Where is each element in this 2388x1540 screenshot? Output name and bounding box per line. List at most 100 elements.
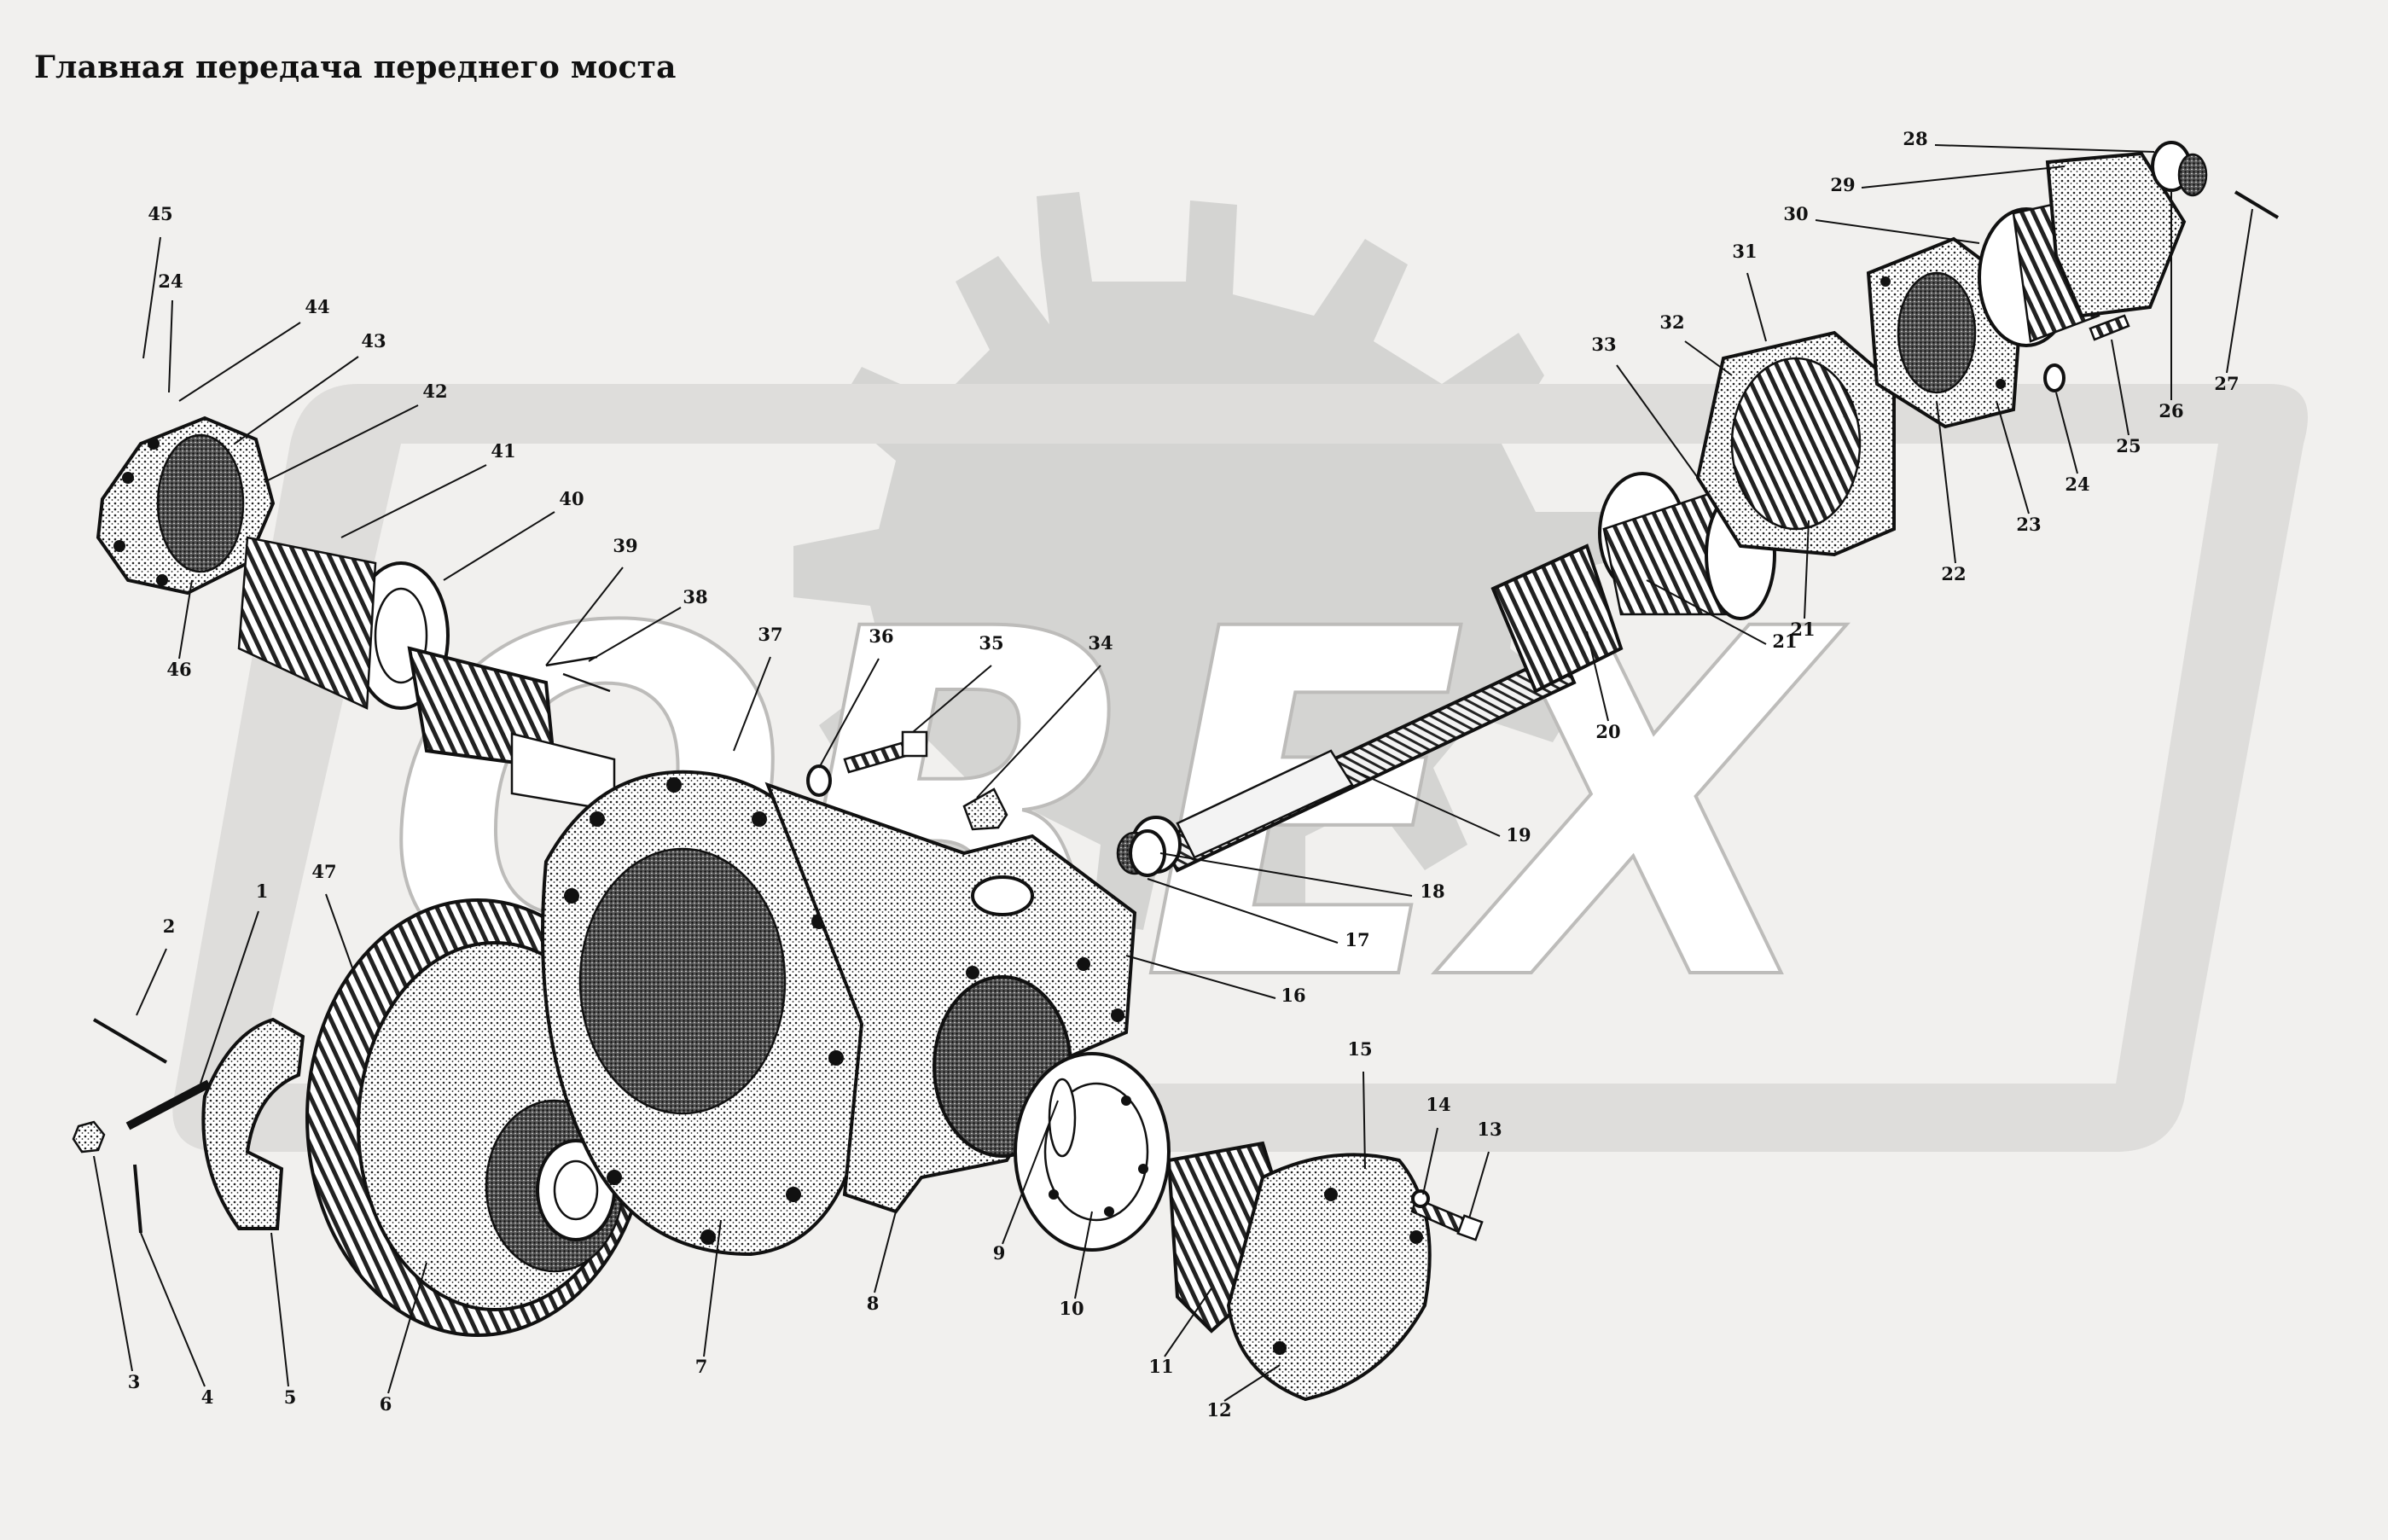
callout-leader: [1684, 340, 1733, 376]
callout-leader: [1362, 1071, 1366, 1170]
callout-leader: [545, 567, 624, 666]
callout-number: 46: [166, 659, 191, 680]
callout-leader: [1996, 400, 2030, 514]
callout-number: 15: [1347, 1038, 1372, 1060]
callout-leader: [1804, 520, 1810, 619]
callout-number: 27: [2214, 373, 2239, 394]
callout-leader: [1223, 1364, 1281, 1402]
callout-leader: [733, 656, 771, 752]
seal-18: [1129, 829, 1166, 877]
callout-number: 13: [1477, 1119, 1502, 1140]
left-drive-gear-39: [407, 646, 616, 812]
callout-number: 45: [148, 203, 172, 224]
callout-leader: [178, 579, 193, 660]
callout-leader: [1468, 1151, 1490, 1219]
callout-leader: [976, 665, 1101, 799]
callout-leader: [1164, 1287, 1212, 1357]
bearing-cap-5: [201, 1017, 305, 1230]
callout-number: 40: [559, 488, 584, 509]
callout-leader: [178, 322, 301, 402]
bearing-housing-32: [1695, 330, 1896, 557]
nut-26-28: [2151, 141, 2208, 197]
callout-leader: [200, 910, 259, 1084]
callout-number: 22: [1941, 563, 1966, 584]
callout-leader: [874, 1211, 897, 1293]
side-gear-20: [1490, 543, 1624, 694]
callout-leader: [1936, 400, 1956, 564]
callout-number: 24: [2065, 474, 2089, 495]
callout-leader: [912, 665, 992, 733]
callout-number: 38: [683, 586, 707, 607]
callout-number: 39: [613, 535, 637, 556]
callout-number: 20: [1595, 721, 1620, 742]
callout-number: 34: [1088, 632, 1113, 654]
callout-number: 25: [2116, 435, 2141, 456]
callout-number: 4: [201, 1386, 214, 1408]
callout-leader: [2226, 208, 2253, 374]
callout-leader: [2055, 392, 2078, 474]
page-title: Главная передача переднего моста: [34, 49, 677, 85]
callout-number: 19: [1506, 824, 1531, 846]
callout-leader: [1616, 364, 1699, 479]
callout-leaders: [93, 144, 2253, 1402]
callout-leader: [387, 1262, 427, 1394]
callout-leader: [2111, 339, 2129, 436]
fasteners-right: [2043, 190, 2280, 392]
callout-number: 28: [1903, 128, 1927, 149]
callout-number: 44: [305, 296, 329, 317]
callout-number: 8: [867, 1293, 880, 1314]
fasteners-left: [72, 1018, 212, 1234]
callout-number: 32: [1659, 311, 1684, 333]
differential-housing-7: [541, 770, 869, 1257]
callout-leader: [234, 356, 359, 445]
callout-leader: [1746, 272, 1767, 342]
callout-leader: [443, 511, 555, 581]
bearing-21: [1598, 472, 1776, 620]
callout-number: 17: [1345, 929, 1369, 950]
callout-number: 16: [1281, 985, 1305, 1006]
callout-number: 7: [695, 1356, 708, 1377]
callout-number: 23: [2016, 514, 2041, 535]
callout-number: 43: [361, 330, 386, 352]
left-bearing-cover-46: [96, 416, 276, 596]
callout-leader: [270, 1232, 289, 1387]
callout-leader: [136, 948, 167, 1016]
callout-number: 11: [1148, 1356, 1173, 1377]
plug-34: [962, 787, 1008, 831]
callout-number: 24: [158, 270, 183, 292]
callout-number: 26: [2158, 400, 2183, 421]
callout-leader: [142, 236, 161, 359]
bearing-10: [1014, 1052, 1171, 1252]
callout-number: 21: [1790, 619, 1815, 640]
callout-number: 3: [128, 1371, 141, 1392]
callout-leader: [818, 658, 880, 769]
callout-number: 2: [163, 915, 176, 937]
callout-number: 14: [1426, 1094, 1450, 1115]
callout-leader: [1347, 767, 1501, 837]
callout-number: 18: [1420, 880, 1444, 902]
callout-leader: [703, 1219, 722, 1357]
callout-leader: [93, 1155, 133, 1372]
callout-leader: [264, 404, 419, 483]
callout-leader: [140, 1232, 206, 1387]
callout-number: 1: [256, 880, 269, 902]
callout-number: 31: [1732, 241, 1757, 262]
callout-leader: [1815, 219, 1980, 244]
callout-number: 33: [1591, 334, 1616, 355]
callout-leader: [1159, 852, 1413, 897]
callout-leader: [1074, 1211, 1093, 1299]
callout-leader: [340, 464, 487, 538]
callout-leader: [1586, 631, 1609, 722]
bolt-13-washer-14: [1410, 1189, 1484, 1241]
callout-number: 29: [1830, 174, 1855, 195]
callout-number: 37: [758, 624, 782, 645]
callout-number: 6: [380, 1393, 392, 1415]
callout-number: 12: [1206, 1399, 1231, 1421]
callout-number: 5: [284, 1386, 297, 1408]
callout-number: 9: [993, 1242, 1006, 1264]
callout-number: 30: [1783, 203, 1808, 224]
callout-leader: [588, 607, 682, 662]
